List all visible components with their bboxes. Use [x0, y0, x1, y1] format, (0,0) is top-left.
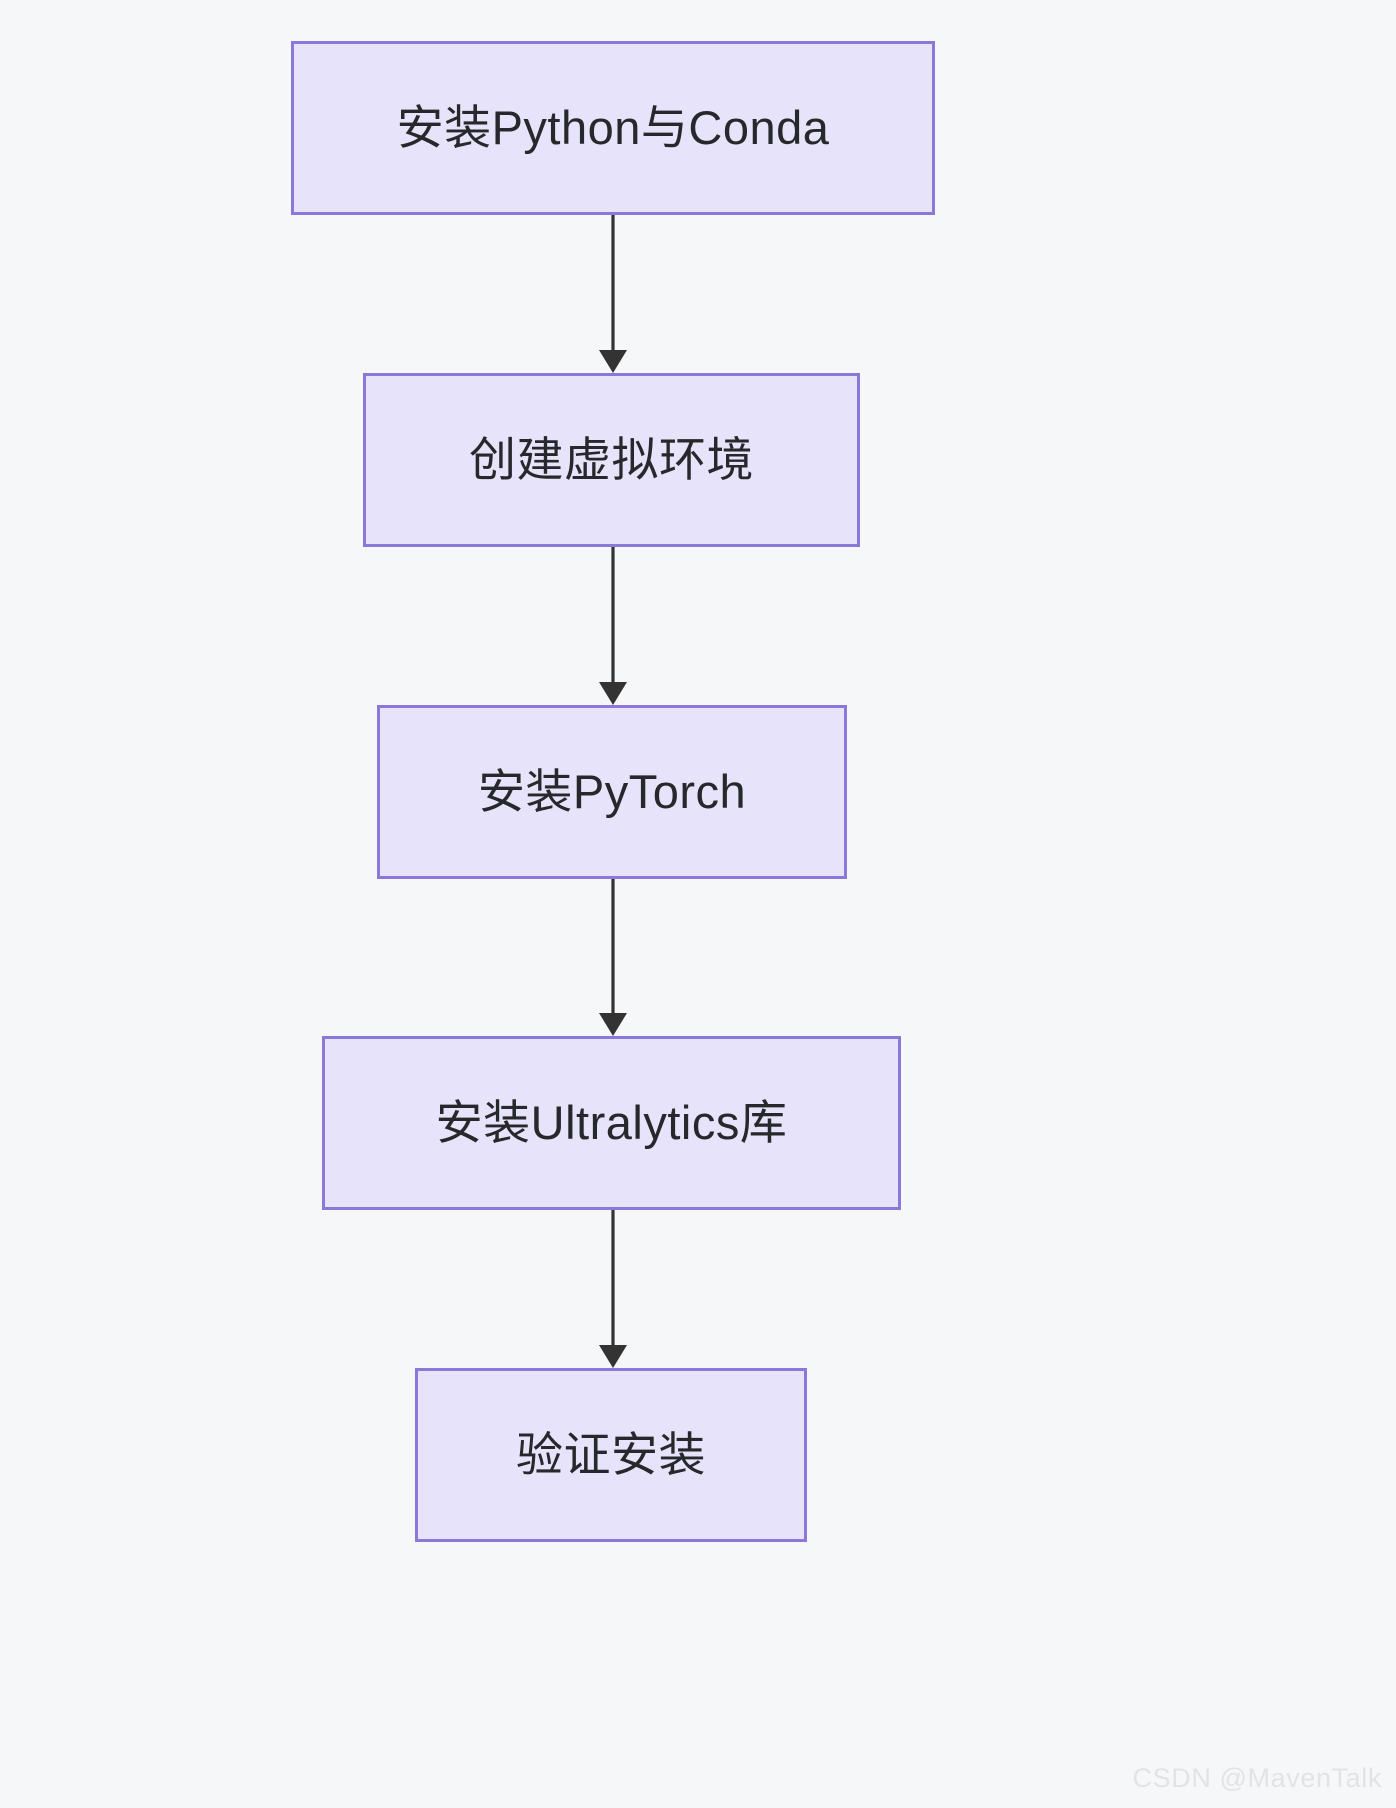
- flow-node-label: 安装Ultralytics库: [435, 1095, 788, 1149]
- edge-n1-n2: [599, 215, 627, 373]
- edge-n3-n4: [599, 879, 627, 1036]
- flow-node-label: 安装Python与Conda: [396, 100, 830, 154]
- flow-node-label: 验证安装: [516, 1427, 706, 1481]
- flow-node-label: 创建虚拟环境: [469, 432, 754, 486]
- edge-n2-n3: [599, 547, 627, 705]
- edge-n4-n5: [599, 1210, 627, 1368]
- flow-node-install-pytorch[interactable]: 安装PyTorch: [377, 705, 847, 879]
- flow-node-verify-install[interactable]: 验证安装: [415, 1368, 807, 1542]
- watermark-text: CSDN @MavenTalk: [1132, 1763, 1382, 1793]
- flow-node-label: 安装PyTorch: [477, 764, 747, 818]
- flow-node-create-virtual-env[interactable]: 创建虚拟环境: [363, 373, 860, 547]
- flow-node-install-python-conda[interactable]: 安装Python与Conda: [291, 41, 935, 215]
- flow-node-install-ultralytics[interactable]: 安装Ultralytics库: [322, 1036, 901, 1210]
